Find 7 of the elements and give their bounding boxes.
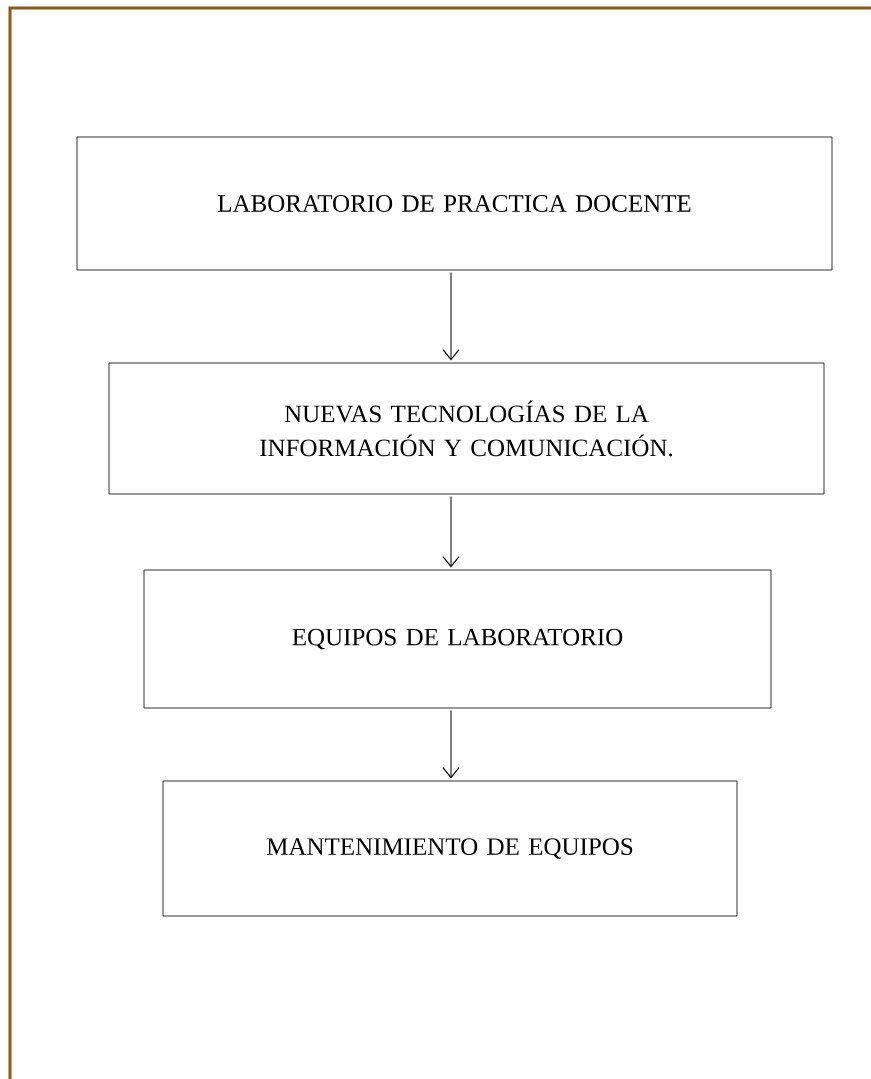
process-box: NUEVAS TECNOLOGÍAS DE LA INFORMACIÓN Y COMUNICACIÓN. bbox=[108, 362, 825, 495]
arrow bbox=[442, 709, 460, 779]
process-box: EQUIPOS DE LABORATORIO bbox=[143, 569, 772, 709]
process-box: MANTENIMIENTO DE EQUIPOS bbox=[162, 780, 738, 917]
arrow bbox=[442, 271, 460, 361]
process-box: LABORATORIO DE PRACTICA DOCENTE bbox=[76, 136, 833, 271]
arrow bbox=[442, 495, 460, 568]
